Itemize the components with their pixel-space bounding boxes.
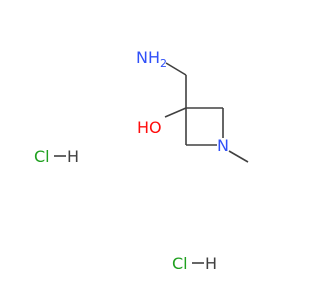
- bond-n1-methyl: [228, 150, 249, 163]
- hcl-1-chlorine: Cl: [34, 147, 50, 166]
- structure-diagram: NH2 HO N Cl H Cl H: [34, 48, 249, 273]
- hcl-2-chlorine: Cl: [172, 254, 188, 273]
- hcl-2-hydrogen: H: [205, 254, 217, 273]
- amine-label: NH2: [136, 48, 167, 70]
- hydroxyl-label: HO: [137, 118, 162, 137]
- bond-c3-o: [164, 107, 187, 118]
- ring-nitrogen-label: N: [217, 136, 229, 155]
- bond-n-ch2: [165, 62, 187, 76]
- hcl-1-hydrogen: H: [67, 147, 79, 166]
